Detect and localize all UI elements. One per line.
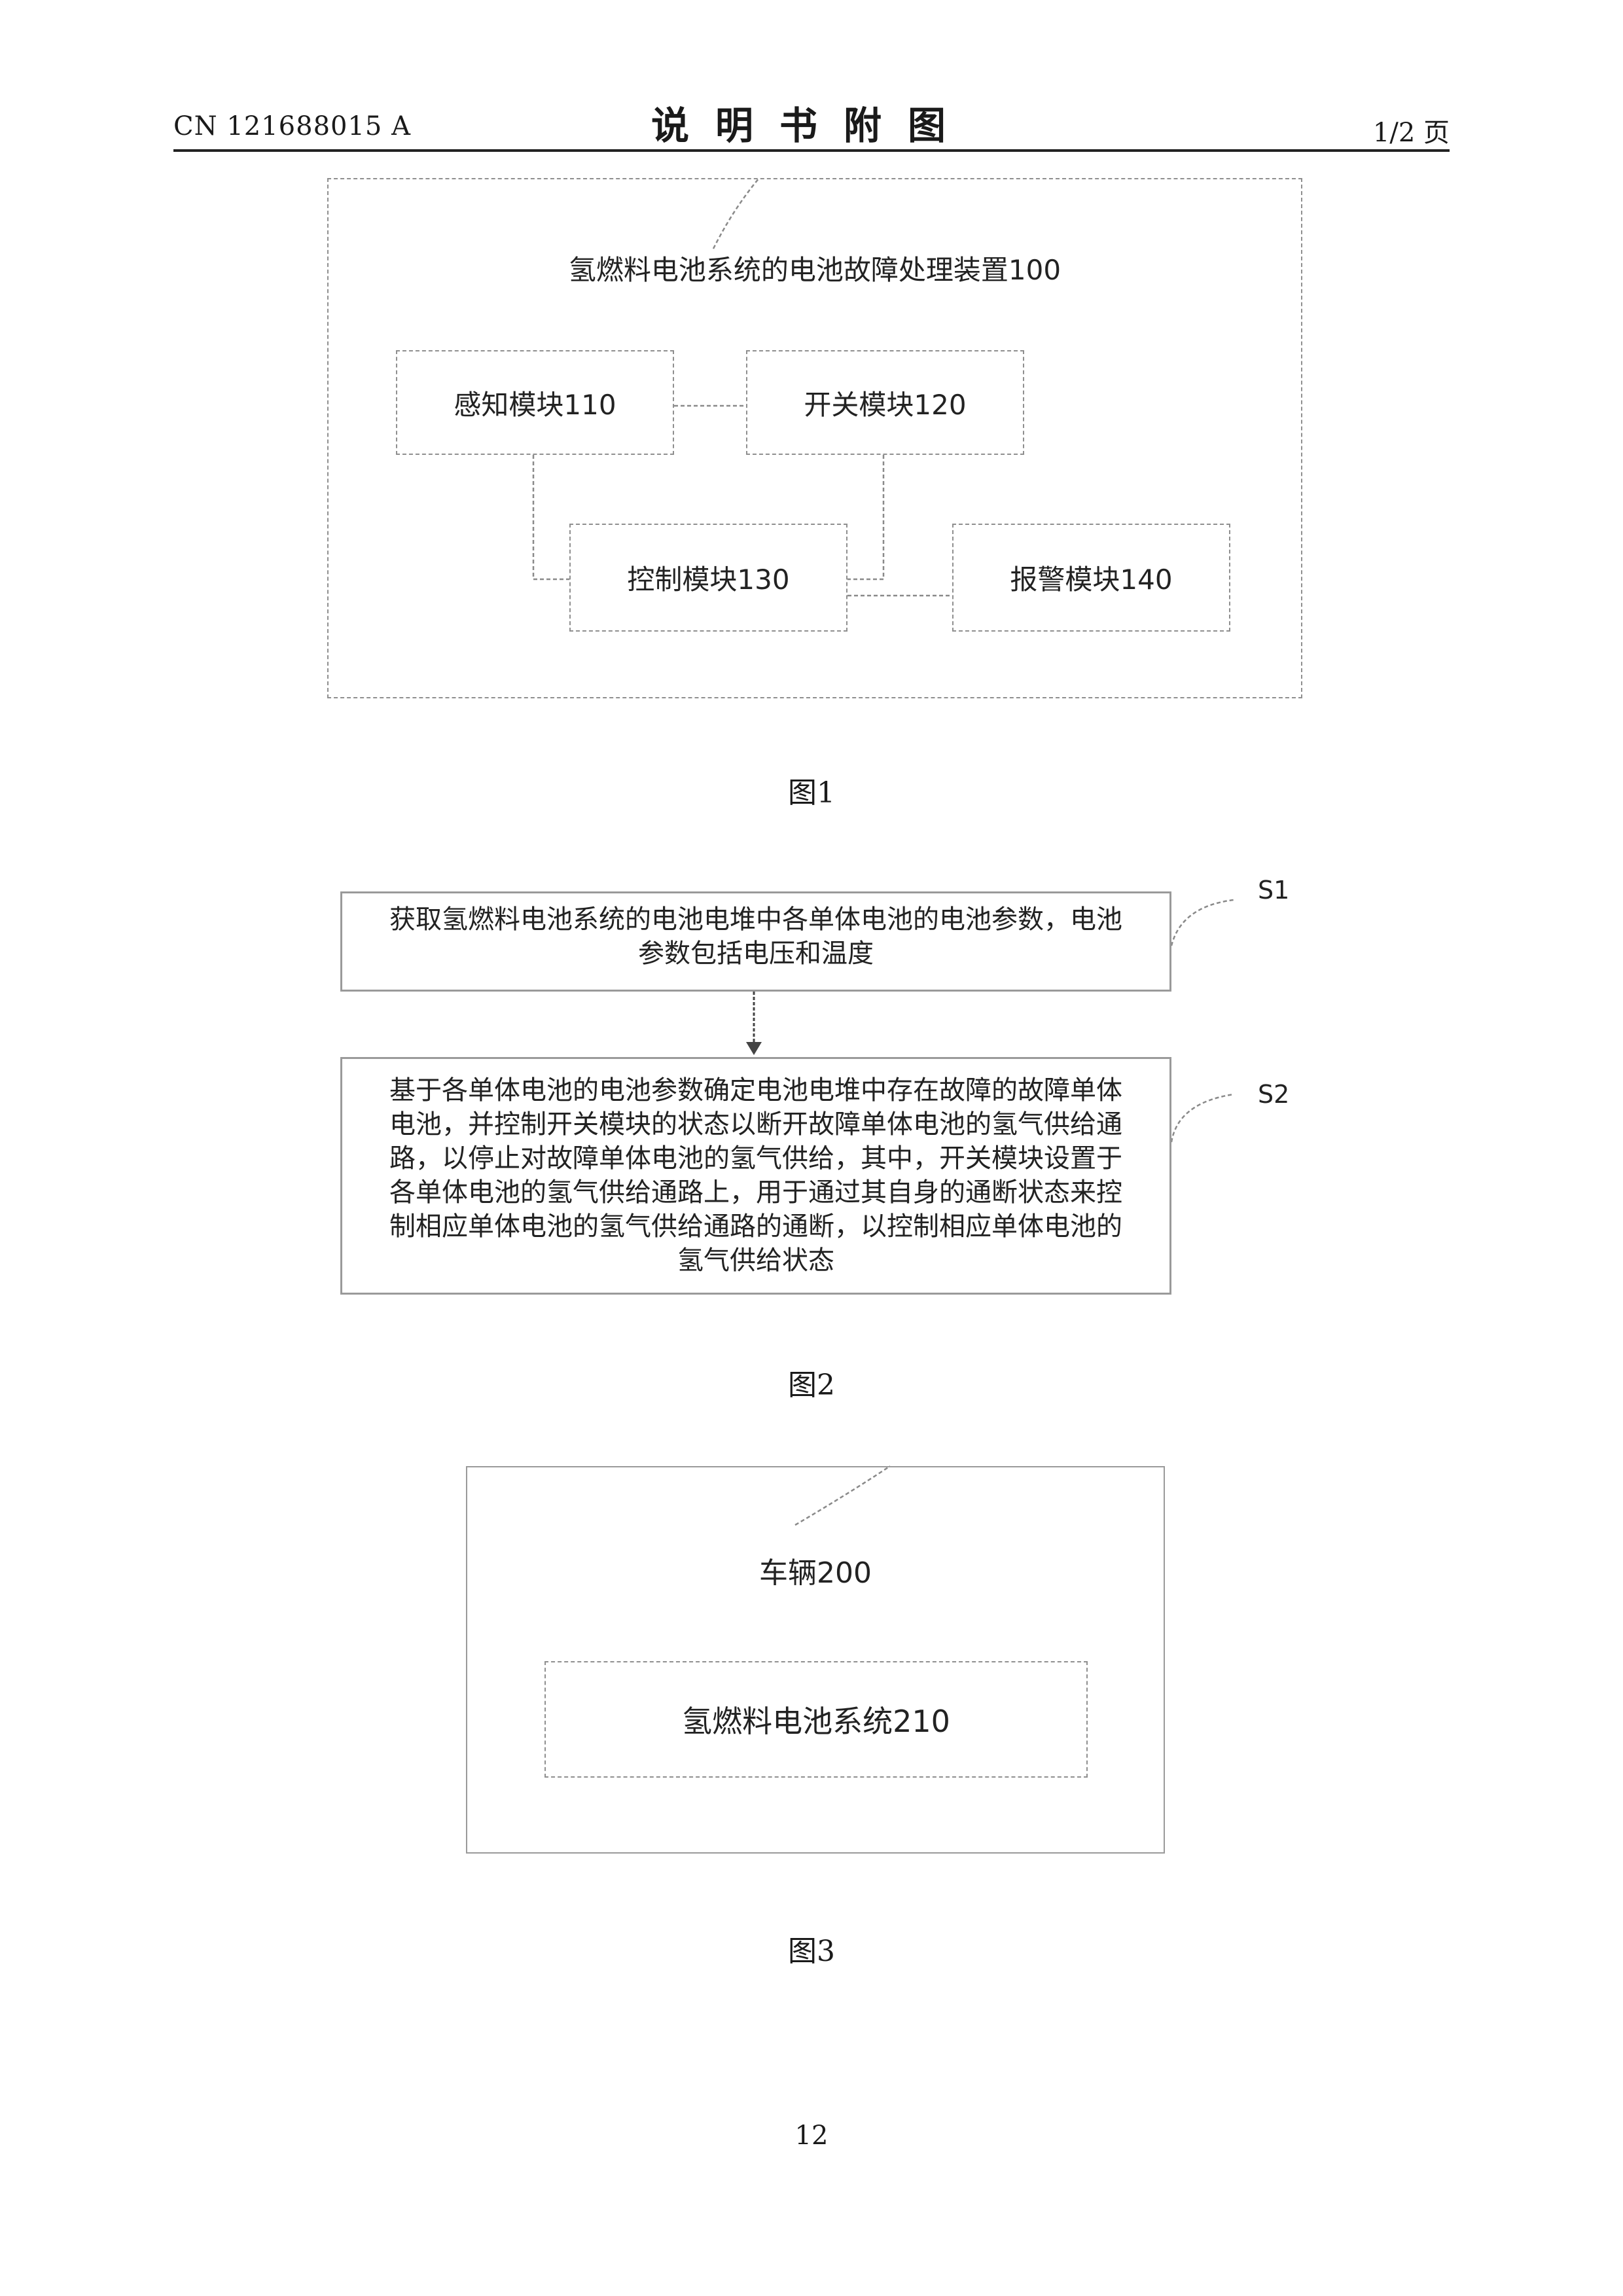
fuel-cell-system-label: 氢燃料电池系统210: [682, 1698, 950, 1741]
step-s2-line-6: 氢气供给状态: [349, 1244, 1163, 1278]
fig2-caption: 图2: [0, 1361, 1623, 1403]
module-control: 控制模块130: [569, 524, 847, 632]
page-number: 12: [0, 2121, 1623, 2151]
step-s2-box: 基于各单体电池的电池参数确定电池电堆中存在故障的故障单体 电池，并控制开关模块的…: [340, 1057, 1171, 1295]
module-sensing-label: 感知模块110: [454, 383, 616, 423]
step-s1-box: 获取氢燃料电池系统的电池电堆中各单体电池的电池参数，电池 参数包括电压和温度: [340, 891, 1171, 992]
vehicle-label: 车辆200: [467, 1549, 1164, 1591]
fig1-caption: 图1: [0, 769, 1623, 811]
step-s2-line-2: 电池，并控制开关模块的状态以断开故障单体电池的氢气供给通: [349, 1107, 1163, 1141]
s2-leader-line: [1171, 1094, 1234, 1142]
module-sensing: 感知模块110: [396, 350, 674, 455]
step-s1-line-1: 获取氢燃料电池系统的电池电堆中各单体电池的电池参数，电池: [349, 903, 1163, 937]
step-s2-line-3: 路，以停止对故障单体电池的氢气供给，其中，开关模块设置于: [349, 1141, 1163, 1175]
fig3-caption: 图3: [0, 1928, 1623, 1969]
module-switch-label: 开关模块120: [804, 383, 966, 423]
s1-s2-arrow-head: [746, 1042, 762, 1055]
fig1-device-label: 氢燃料电池系统的电池故障处理装置100: [329, 248, 1301, 288]
step-s1-label: S1: [1258, 876, 1289, 905]
module-alarm: 报警模块140: [952, 524, 1230, 632]
step-s2-label: S2: [1258, 1080, 1289, 1109]
module-switch: 开关模块120: [746, 350, 1024, 455]
fuel-cell-system-box: 氢燃料电池系统210: [544, 1661, 1088, 1778]
step-s2-line-5: 制相应单体电池的氢气供给通路的通断，以控制相应单体电池的: [349, 1210, 1163, 1244]
module-control-label: 控制模块130: [627, 558, 789, 598]
step-s2-line-4: 各单体电池的氢气供给通路上，用于通过其自身的通断状态来控: [349, 1175, 1163, 1210]
vehicle-frame: 车辆200: [466, 1466, 1165, 1854]
step-s1-line-2: 参数包括电压和温度: [349, 937, 1163, 971]
s1-leader-line: [1171, 900, 1234, 946]
module-alarm-label: 报警模块140: [1010, 558, 1172, 598]
step-s2-line-1: 基于各单体电池的电池参数确定电池电堆中存在故障的故障单体: [349, 1073, 1163, 1107]
